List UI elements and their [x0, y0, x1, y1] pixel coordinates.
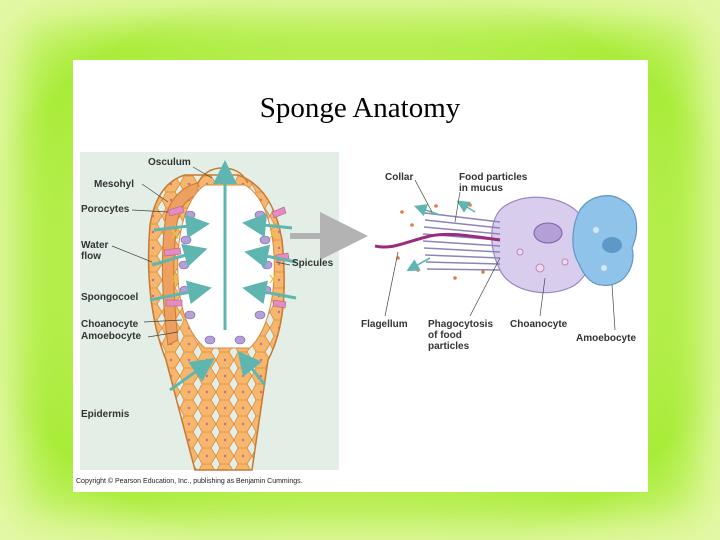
label-amoebocyte-left: Amoebocyte: [81, 331, 142, 342]
label-epidermis: Epidermis: [81, 409, 130, 420]
label-flagellum: Flagellum: [361, 319, 408, 330]
label-osculum: Osculum: [148, 157, 191, 168]
label-choanocyte-right: Choanocyte: [510, 319, 568, 330]
label-spicules: Spicules: [292, 258, 334, 269]
label-choanocyte-left: Choanocyte: [81, 319, 139, 330]
label-water-flow: Water flow: [81, 240, 108, 262]
label-food-particles-line2: in mucus: [459, 183, 503, 194]
label-mesohyl: Mesohyl: [94, 179, 135, 190]
amoebocyte-cell-illustration: [572, 195, 638, 287]
label-porocytes: Porocytes: [81, 204, 130, 215]
label-water-flow-line1: Water: [81, 240, 109, 251]
water-flow-arrows: [149, 160, 297, 392]
label-water-flow-line2: flow: [81, 251, 101, 262]
cell-flow-arrows: [406, 200, 476, 272]
label-phagocytosis-line2: of food: [428, 330, 462, 341]
collar-microvilli: [422, 212, 501, 271]
label-amoebocyte-right: Amoebocyte: [576, 333, 637, 344]
leader-lines: [111, 166, 616, 338]
label-phagocytosis-line3: particles: [428, 341, 470, 352]
slide-title: Sponge Anatomy: [259, 92, 461, 124]
label-phagocytosis-line1: Phagocytosis: [428, 319, 494, 330]
label-food-particles: Food particles in mucus: [459, 172, 527, 194]
label-food-particles-line1: Food particles: [459, 172, 528, 183]
label-spongocoel: Spongocoel: [81, 292, 139, 303]
label-collar: Collar: [385, 172, 414, 183]
label-phagocytosis: Phagocytosis of food particles: [428, 319, 493, 352]
choanocyte-cell-illustration: [491, 196, 594, 294]
flagellum-strand: [374, 232, 501, 249]
copyright-notice: Copyright © Pearson Education, Inc., pub…: [76, 478, 303, 485]
